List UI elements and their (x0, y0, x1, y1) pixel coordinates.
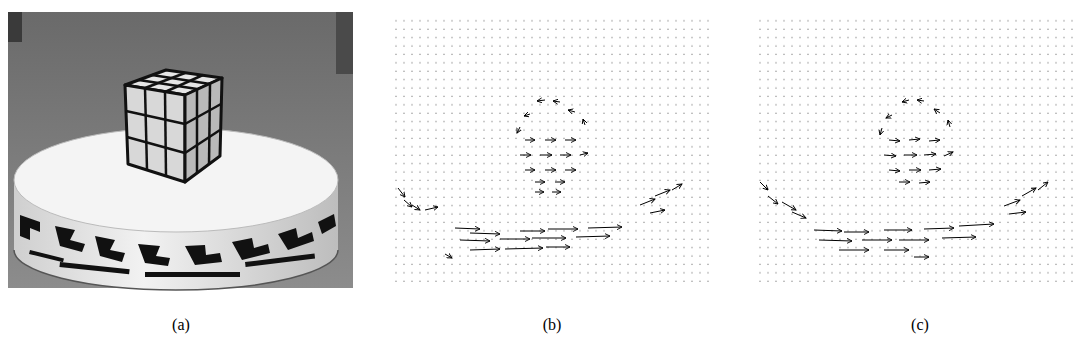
photo (8, 12, 353, 290)
panel-label: (a) (172, 316, 190, 334)
panel-label: (c) (911, 316, 929, 334)
panel-label: (b) (543, 316, 562, 334)
flow-field (390, 15, 712, 287)
flow-field (754, 15, 1076, 287)
